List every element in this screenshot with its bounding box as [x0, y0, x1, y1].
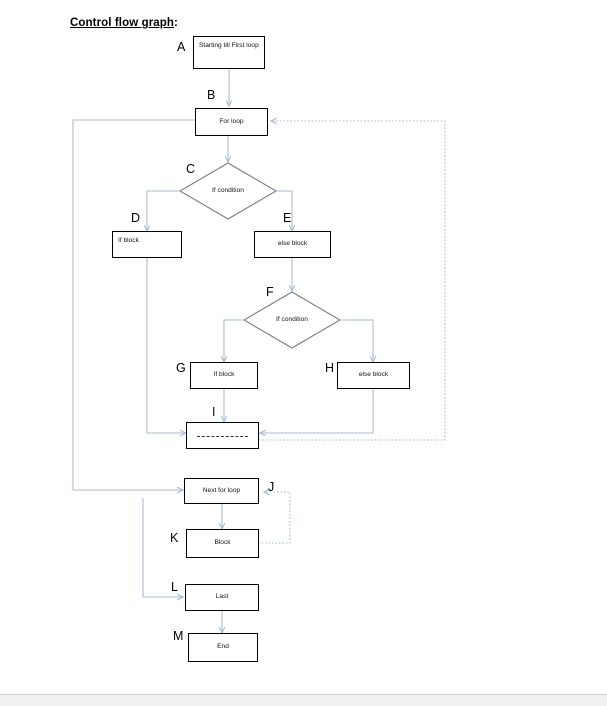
- node-b-label: For loop: [219, 117, 244, 125]
- node-tag-m: M: [173, 629, 184, 643]
- node-k-label: Block: [214, 539, 231, 547]
- node-l-last[interactable]: Last: [185, 584, 259, 611]
- node-e-else-block[interactable]: else block: [254, 231, 331, 258]
- page-title: Control flow graph:: [70, 17, 178, 29]
- edge-nextforloop-l: [142, 498, 183, 597]
- node-f-if-condition[interactable]: If condition: [243, 291, 341, 349]
- edge-c-d: [147, 190, 179, 231]
- node-c-if-condition[interactable]: If condition: [179, 162, 277, 220]
- node-g-if-block[interactable]: If block: [190, 362, 258, 389]
- node-i-dashed-content: [197, 435, 248, 437]
- node-next-for-loop-label: Next for loop: [202, 486, 241, 494]
- node-a-label: Starting till First loop: [199, 42, 259, 49]
- node-a-starting-till-first-loop[interactable]: Starting till First loop: [193, 36, 265, 69]
- page-footer-strip: [0, 694, 607, 706]
- edge-d-i: [146, 258, 186, 433]
- node-d-label: If block: [118, 237, 139, 244]
- node-g-label: If block: [213, 371, 235, 379]
- node-tag-e: E: [283, 211, 292, 225]
- node-tag-g: G: [176, 361, 186, 375]
- node-tag-j: J: [268, 480, 275, 494]
- node-m-end[interactable]: End: [188, 633, 258, 662]
- edge-b-nextforloop: [72, 119, 195, 490]
- node-k-block[interactable]: Block: [186, 529, 259, 558]
- node-tag-i: I: [212, 405, 216, 419]
- edge-c-e: [277, 190, 292, 231]
- edge-f-h: [341, 319, 373, 362]
- node-tag-c: C: [186, 162, 196, 176]
- node-b-for-loop[interactable]: For loop: [195, 108, 268, 136]
- node-tag-h: H: [325, 361, 335, 375]
- node-h-else-block[interactable]: else block: [337, 362, 410, 389]
- diamond-shape-c: [179, 162, 277, 220]
- node-e-label: else block: [277, 240, 308, 248]
- node-i-placeholder[interactable]: [186, 422, 259, 449]
- node-h-label: else block: [358, 371, 389, 379]
- node-d-if-block[interactable]: If block: [112, 231, 182, 258]
- page-title-suffix: :: [174, 17, 178, 29]
- node-tag-b: B: [207, 88, 216, 102]
- edge-h-i: [260, 389, 374, 433]
- node-c-label: If condition: [212, 187, 244, 194]
- node-tag-d: D: [131, 211, 141, 225]
- node-tag-l: L: [171, 580, 178, 594]
- diamond-shape-f: [243, 291, 341, 349]
- edge-i-b-dotted: [259, 121, 446, 441]
- node-next-for-loop[interactable]: Next for loop: [184, 478, 259, 504]
- node-tag-f: F: [266, 285, 274, 299]
- node-f-label: If condition: [276, 316, 308, 323]
- node-m-label: End: [217, 643, 229, 651]
- node-tag-k: K: [170, 531, 179, 545]
- page-title-text: Control flow graph: [70, 17, 175, 29]
- edge-k-nextforloop-dotted: [258, 492, 291, 544]
- node-tag-a: A: [177, 40, 186, 54]
- edge-f-g: [224, 319, 243, 362]
- node-l-label: Last: [215, 593, 229, 601]
